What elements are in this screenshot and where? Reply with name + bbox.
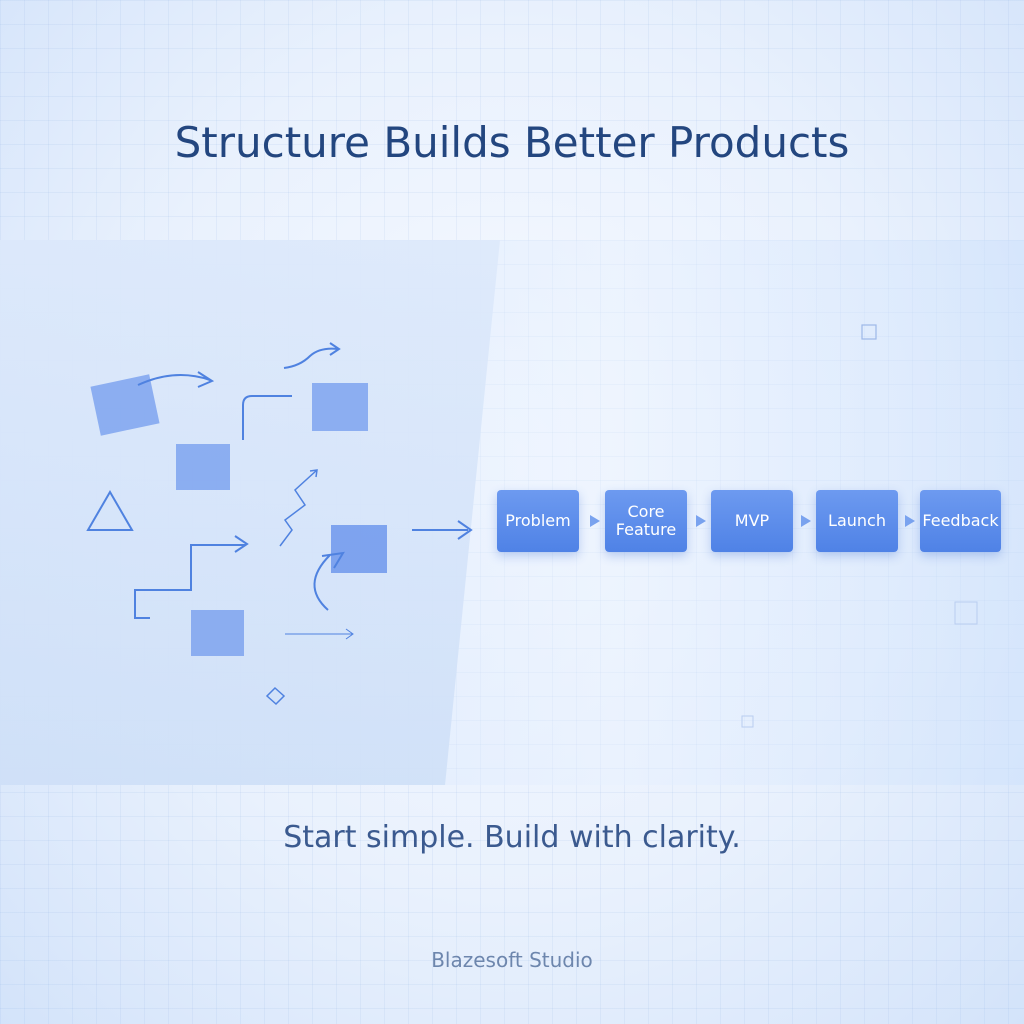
step-core-feature: Core Feature [605, 490, 687, 552]
connector-arrow [412, 520, 473, 540]
brand-name: Blazesoft Studio [431, 948, 593, 972]
block [176, 444, 230, 490]
step-problem: Problem [497, 490, 579, 552]
step-feedback: Feedback [920, 490, 1001, 552]
step-label: Problem [505, 510, 571, 530]
thin-arrow [285, 628, 354, 640]
small-square-icon [954, 601, 978, 625]
chaos-panel [0, 240, 500, 785]
zigzag-arrow [279, 469, 318, 547]
small-square-icon [741, 715, 754, 728]
step-arrow [134, 535, 249, 619]
triangle-icon [86, 490, 134, 531]
step-launch: Launch [816, 490, 898, 552]
step-label: MVP [734, 510, 770, 530]
tagline: Start simple. Build with clarity. [283, 820, 741, 855]
corner-line [242, 395, 292, 440]
flow-arrow-icon [905, 515, 915, 527]
flow-arrow-icon [801, 515, 811, 527]
curved-arrow [137, 371, 215, 388]
step-label: Feedback [922, 510, 999, 530]
block [331, 525, 387, 573]
step-label: Launch [828, 510, 886, 530]
page-title: Structure Builds Better Products [174, 118, 850, 167]
step-mvp: MVP [711, 490, 793, 552]
small-square-icon [861, 324, 877, 340]
step-label: Core Feature [615, 501, 677, 539]
flow-arrow-icon [590, 515, 600, 527]
diamond-icon [265, 686, 286, 706]
arc-arrow [313, 551, 345, 611]
block [191, 610, 244, 656]
flow-arrow-icon [696, 515, 706, 527]
wavy-arrow [283, 342, 341, 369]
block [90, 374, 160, 436]
block [312, 383, 368, 431]
